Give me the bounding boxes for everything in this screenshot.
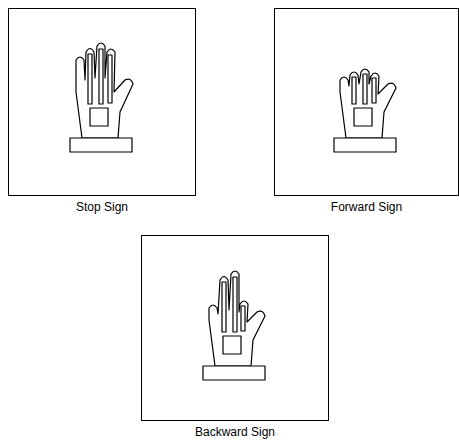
flex-sensor [108,55,112,103]
glove-outline [76,43,133,138]
glove-outline [209,271,265,366]
flex-sensor [222,282,226,332]
glove-fist [334,69,396,152]
flex-sensor [241,306,245,331]
flex-sensor [99,49,103,104]
flex-sensor [233,277,237,332]
glove-open [70,43,133,152]
controller-square [90,108,108,126]
controller-square [354,108,372,126]
glove-outline [340,69,396,138]
sign-caption: Forward Sign [235,200,459,214]
sign-caption: Backward Sign [102,425,368,439]
glove-two-fingers [203,271,265,380]
glove-cuff [334,138,396,152]
glove-cuff [203,366,265,380]
flex-sensor [363,74,367,104]
flex-sensor [88,54,92,104]
flex-sensor [352,77,356,104]
glove-cuff [70,138,132,152]
controller-square [223,336,241,354]
sign-caption: Stop Sign [0,200,235,214]
flex-sensor [372,78,376,103]
sign-box: Forward Sign [274,8,459,196]
sign-box: Backward Sign [141,235,329,421]
sign-box: Stop Sign [8,8,196,196]
